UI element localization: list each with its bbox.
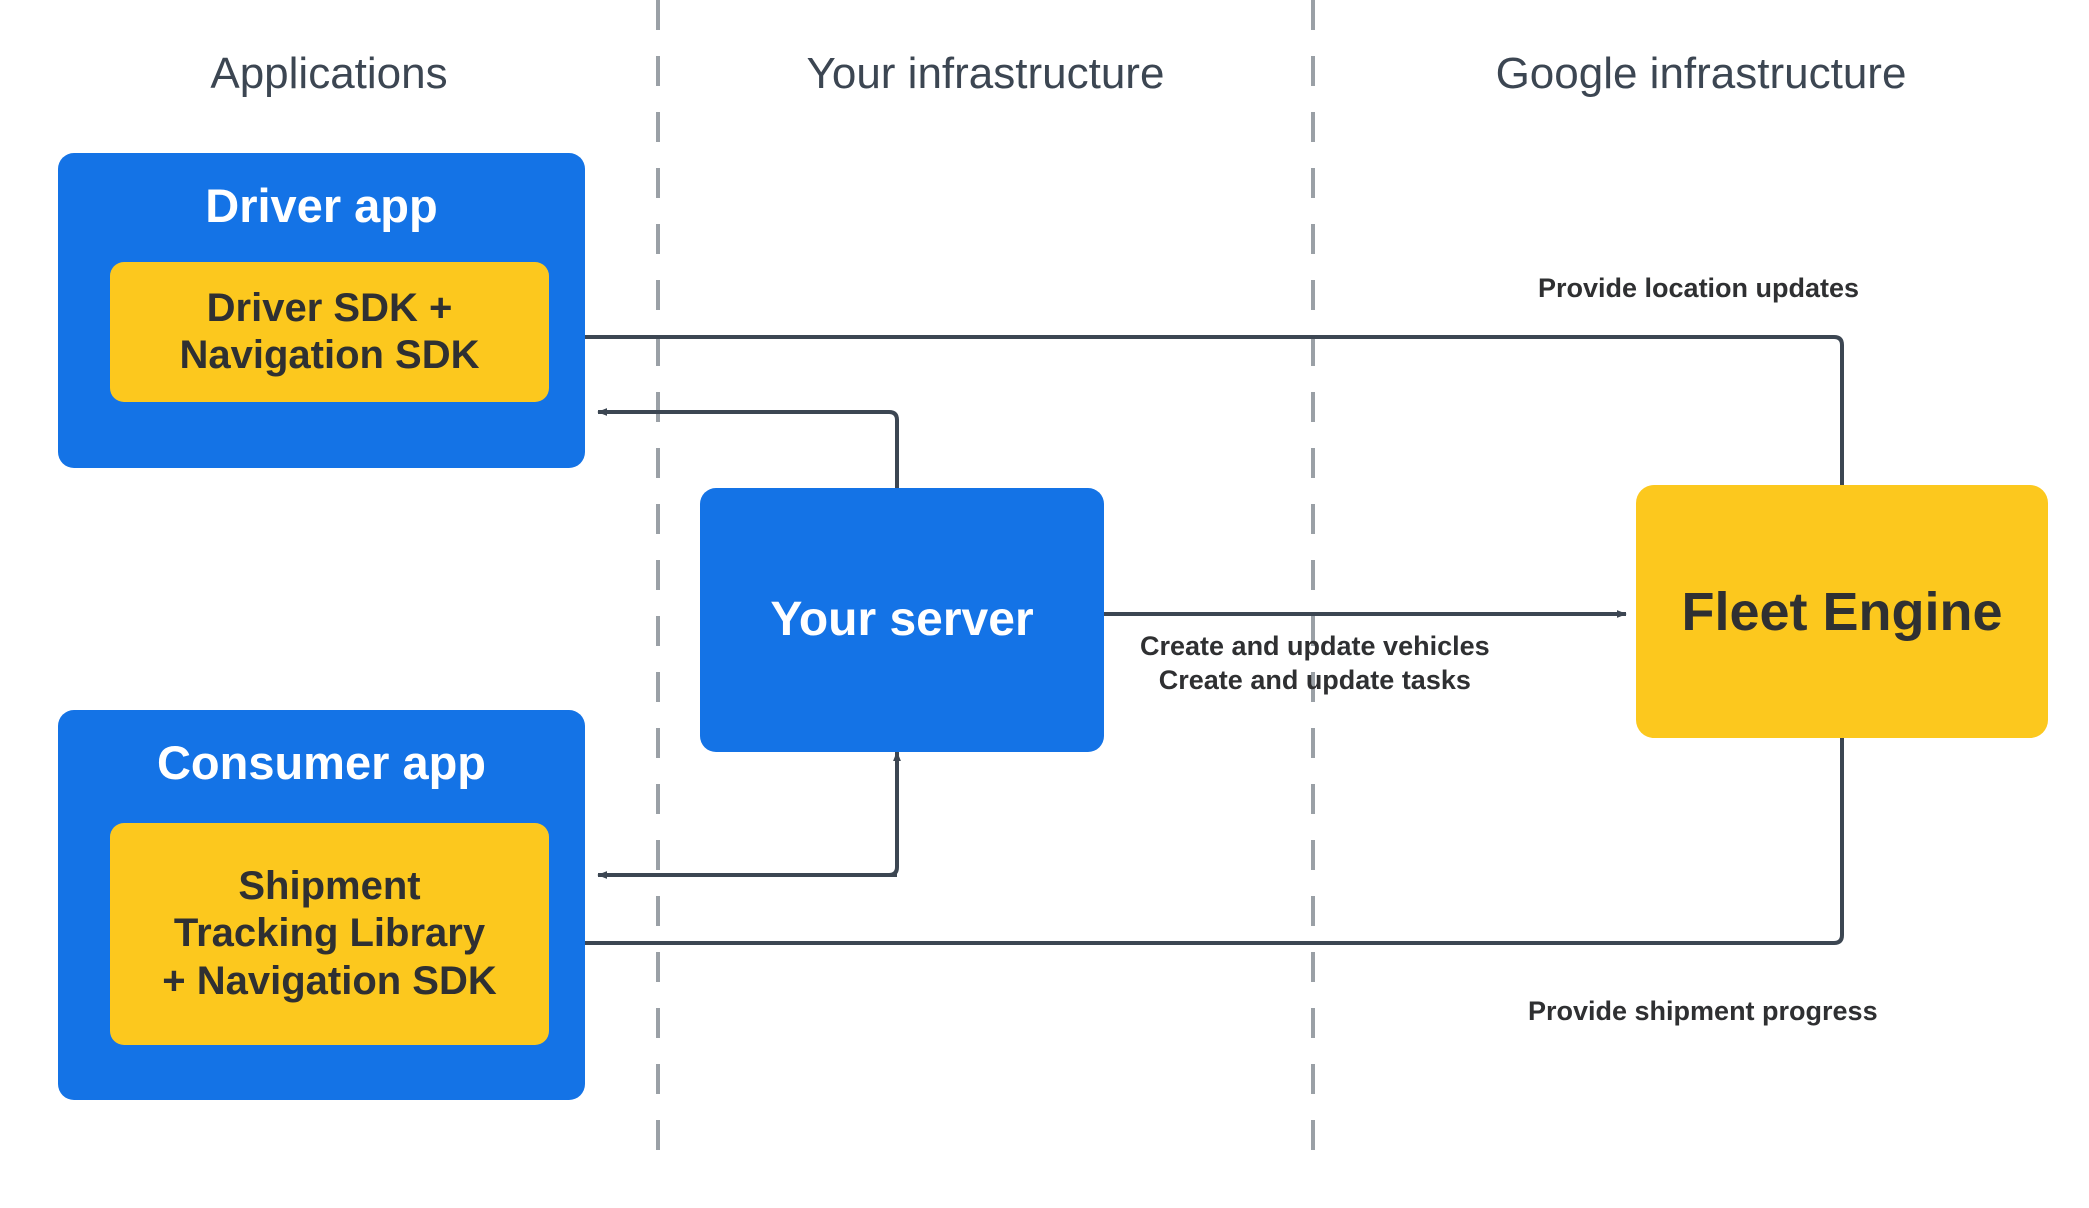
edge-label-provide-shipment-progress-text: Provide shipment progress: [1528, 996, 1878, 1026]
edge-driver-app-to-server: [598, 412, 897, 475]
edge-fleet-to-shipment-tracking: [559, 738, 1844, 947]
edge-label-create-update-tasks: Create and update tasks: [1158, 664, 1471, 695]
column-header-google-infrastructure-label: Google infrastructure: [1495, 49, 1907, 98]
edge-label-provide-location-updates: Provide location updates: [1538, 272, 1859, 306]
node-shipment-tracking-library-line3: + Navigation SDK: [162, 958, 497, 1003]
node-driver-sdk[interactable]: Driver SDK + Navigation SDK: [110, 262, 549, 402]
edge-consumer-to-server: [598, 751, 901, 877]
column-header-your-infrastructure-label: Your infrastructure: [806, 49, 1165, 98]
node-shipment-tracking-library-line2: Tracking Library: [173, 911, 486, 956]
column-header-applications: Applications: [0, 52, 658, 96]
edge-server-to-driver-app: [597, 408, 899, 488]
edge-label-provide-shipment-progress: Provide shipment progress: [1528, 995, 1878, 1029]
node-driver-app-title: Driver app: [205, 179, 438, 232]
node-driver-app[interactable]: Driver app Driver SDK + Navigation SDK: [58, 153, 585, 468]
edge-label-provide-location-updates-text: Provide location updates: [1538, 273, 1860, 303]
node-your-server-label: Your server: [770, 593, 1034, 646]
column-header-google-infrastructure: Google infrastructure: [1313, 52, 2089, 96]
column-header-your-infrastructure: Your infrastructure: [658, 52, 1313, 96]
edge-label-create-update-vehicles: Create and update vehicles: [1140, 631, 1490, 661]
edge-label-create-update: Create and update vehicles Create and up…: [1140, 630, 1490, 698]
node-your-server[interactable]: Your server: [700, 488, 1104, 752]
node-shipment-tracking-library-line1: Shipment: [238, 864, 421, 909]
node-fleet-engine-label: Fleet Engine: [1681, 581, 2003, 642]
node-driver-sdk-line2: Navigation SDK: [179, 333, 480, 377]
node-fleet-engine[interactable]: Fleet Engine: [1636, 485, 2048, 738]
node-consumer-app[interactable]: Consumer app Shipment Tracking Library +…: [58, 710, 585, 1100]
node-shipment-tracking-library[interactable]: Shipment Tracking Library + Navigation S…: [110, 823, 549, 1045]
edge-fleet-to-driver-sdk: [559, 333, 1844, 485]
node-driver-sdk-line1: Driver SDK +: [206, 285, 453, 330]
node-consumer-app-title: Consumer app: [156, 736, 487, 789]
column-header-applications-label: Applications: [210, 49, 448, 98]
